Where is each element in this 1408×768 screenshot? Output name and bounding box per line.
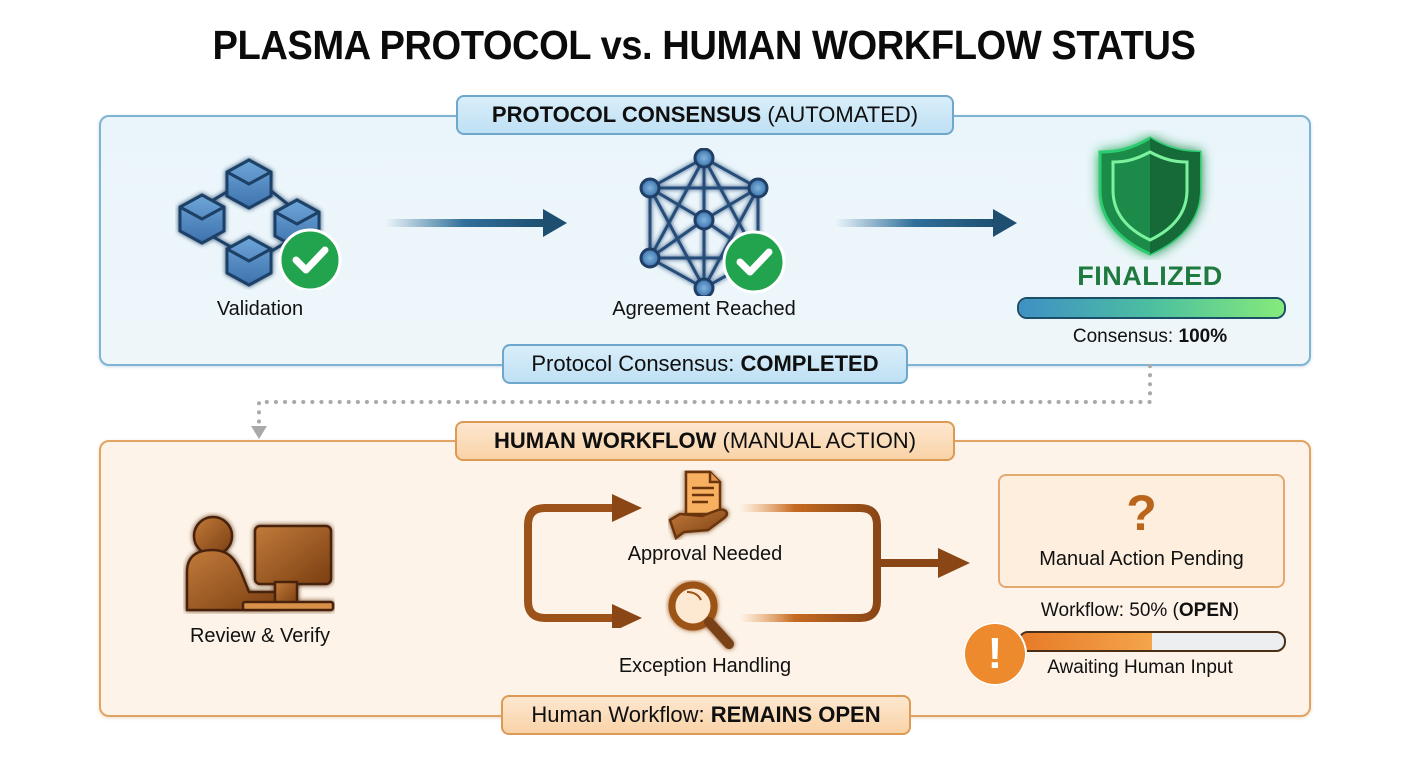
workflow-label-status: OPEN [1178,600,1233,621]
check-badge-icon [722,230,786,294]
workflow-label-suffix: ) [1232,600,1240,621]
start-label-review: Review & Verify [189,625,331,647]
human-panel-header: HUMAN WORKFLOW (MANUAL ACTION) [455,421,955,461]
workflow-progress-bar [1018,631,1286,652]
protocol-footer-prefix: Protocol Consensus: [531,351,741,376]
awaiting-input-label: Awaiting Human Input [1047,657,1233,678]
blockchain-cubes-icon [178,158,342,290]
human-header-bold: HUMAN WORKFLOW [493,428,717,453]
consensus-label-value: 100% [1178,326,1228,347]
finalized-status: FINALIZED [1077,261,1223,291]
question-mark-icon: ? [1126,485,1157,541]
person-at-computer-icon [185,515,335,612]
consensus-progress-bar [1017,297,1286,319]
arrow-head-icon [938,548,970,578]
exclamation-icon: ! [963,622,1027,686]
page-title: PLASMA PROTOCOL vs. HUMAN WORKFLOW STATU… [212,22,1196,68]
workflow-label-prefix: Workflow: 50% ( [1040,600,1179,621]
workflow-progress-label: Workflow: 50% (OPEN) [1010,600,1270,622]
branch-label-approval: Approval Needed [627,543,783,565]
pending-label: Manual Action Pending [1039,548,1244,570]
step-label-validation: Validation [216,298,304,320]
consensus-progress-fill [1019,299,1284,317]
shield-icon [1098,136,1202,256]
human-footer-status: REMAINS OPEN [710,702,881,727]
human-header-rest: (MANUAL ACTION) [716,428,917,453]
arrow-head-icon [612,604,642,628]
branch-label-exception: Exception Handling [618,655,792,677]
human-status-footer: Human Workflow: REMAINS OPEN [501,695,911,735]
protocol-panel-header: PROTOCOL CONSENSUS (AUTOMATED) [456,95,954,135]
network-mesh-icon [639,148,786,296]
document-hand-icon [668,470,729,540]
protocol-header-rest: (AUTOMATED) [761,102,919,127]
consensus-label-prefix: Consensus: [1072,326,1179,347]
protocol-footer-status: COMPLETED [740,351,879,376]
workflow-progress-fill [1020,633,1152,650]
arrow-right-icon [835,209,1017,237]
protocol-header-bold: PROTOCOL CONSENSUS [491,102,762,127]
human-footer-prefix: Human Workflow: [531,702,711,727]
branch-arrows-icon [370,494,970,628]
protocol-status-footer: Protocol Consensus: COMPLETED [502,344,908,384]
manual-action-pending-box: ? Manual Action Pending [998,474,1285,588]
arrow-right-icon [385,209,567,237]
magnifier-icon [668,581,734,649]
check-badge-icon [278,228,342,290]
step-label-agreement: Agreement Reached [612,298,796,320]
consensus-progress-label: Consensus: 100% [1030,326,1270,348]
connector-arrowhead-icon [251,426,267,439]
arrow-head-icon [612,494,642,522]
